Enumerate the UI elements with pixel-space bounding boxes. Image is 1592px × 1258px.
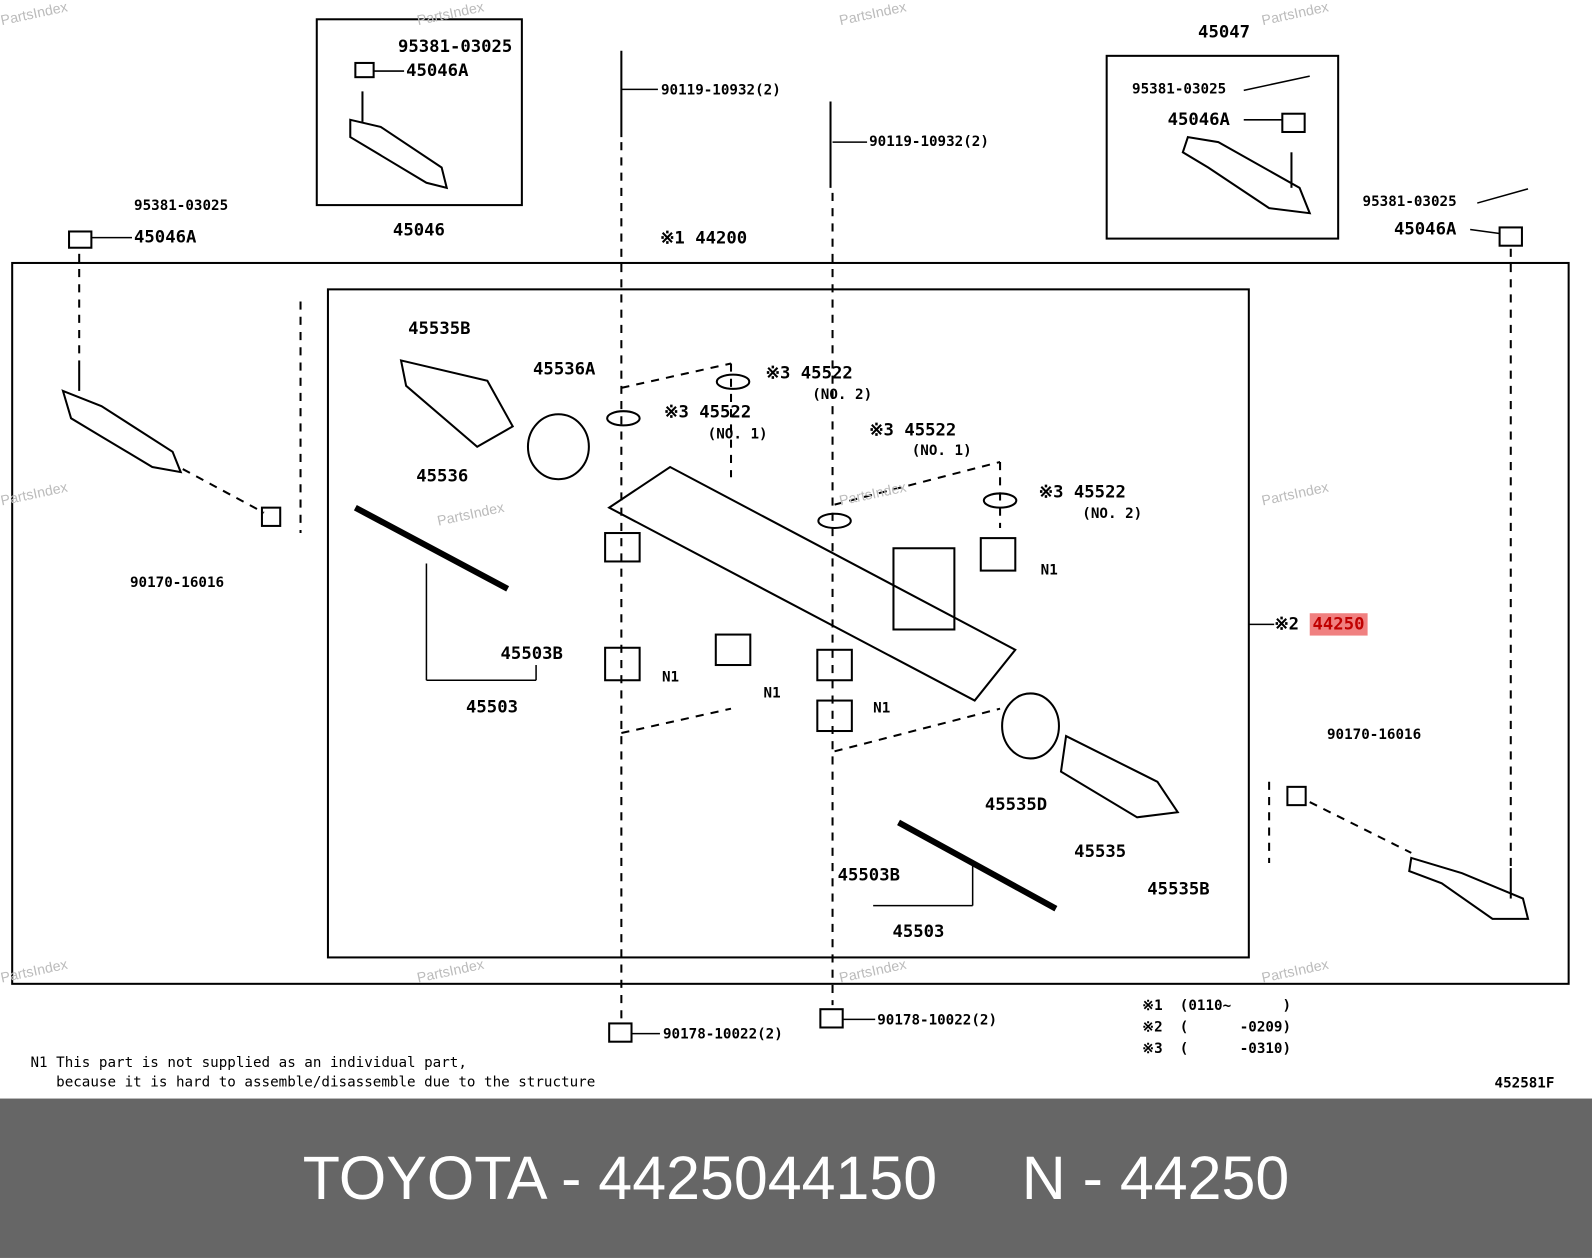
part-label[interactable]: 95381-03025: [397, 36, 513, 57]
n1-label: N1: [763, 685, 781, 702]
gear-frame: [326, 288, 1250, 959]
diagram-artwork: [11, 18, 1570, 1043]
part-label[interactable]: 45535B: [408, 318, 471, 340]
n1-label: N1: [1040, 562, 1058, 579]
note-line: because it is hard to assemble/disassemb…: [30, 1074, 596, 1091]
tie-rod-end-box-right: [1181, 135, 1312, 215]
part-label[interactable]: 45047: [1198, 22, 1251, 43]
part-label[interactable]: 45046A: [1394, 219, 1457, 240]
assembly-frame: [11, 261, 1570, 985]
part-label[interactable]: 95381-03025: [134, 197, 229, 215]
part-label: (NO. 2): [812, 386, 873, 404]
inner-rod-right: [897, 819, 1058, 912]
part-label[interactable]: 90119-10932(2): [869, 134, 989, 151]
clamp-left: [526, 413, 590, 481]
footer-bar: TOYOTA - 4425044150 N - 44250: [0, 1098, 1592, 1258]
inner-rod-left: [353, 504, 510, 592]
footer-title: TOYOTA - 4425044150 N - 44250: [302, 1144, 1290, 1213]
bolts: [620, 50, 832, 188]
part-label[interactable]: ※1 44200: [659, 228, 748, 249]
tie-rod-end-right: [1408, 856, 1530, 920]
part-label[interactable]: 45046: [392, 220, 445, 241]
part-label[interactable]: 95381-03025: [1362, 193, 1457, 211]
part-label[interactable]: 95381-03025: [1132, 81, 1227, 98]
part-label[interactable]: ※3 45522: [765, 363, 853, 384]
n1-note: N1 This part is not supplied as an indiv…: [30, 1054, 595, 1093]
footnote: ※2 ( -0209): [1142, 1019, 1292, 1036]
part-label[interactable]: ※3 45522: [664, 402, 752, 423]
top-left-box: [315, 18, 523, 207]
note-line: N1 This part is not supplied as an indiv…: [30, 1054, 467, 1072]
boot-right: [1059, 734, 1180, 819]
boot-left: [399, 359, 515, 448]
part-label[interactable]: 45046A: [406, 60, 469, 82]
part-label[interactable]: 90170-16016: [1326, 726, 1422, 744]
top-right-box: [1105, 54, 1340, 240]
part-label[interactable]: 45503: [466, 697, 518, 718]
footnotes: ※1 (0110~ ) ※2 ( -0209) ※3 ( -0310): [1142, 996, 1291, 1060]
part-label[interactable]: ※3 45522: [1038, 482, 1126, 503]
part-label[interactable]: 45536A: [533, 359, 596, 380]
footnote: ※1 (0110~ ): [1142, 998, 1292, 1015]
part-label[interactable]: 45535D: [984, 794, 1048, 816]
bushings: [604, 532, 1017, 733]
part-label[interactable]: 90178-10022(2): [877, 1012, 998, 1029]
clamp-right: [1001, 692, 1060, 760]
part-label[interactable]: 90170-16016: [129, 574, 225, 591]
part-label: (NO. 1): [911, 442, 972, 459]
part-label[interactable]: 45046A: [134, 227, 197, 248]
tie-rod-end-left: [61, 360, 183, 474]
part-label[interactable]: 45503B: [837, 865, 900, 886]
part-label[interactable]: 45503B: [500, 643, 563, 665]
washers: [606, 373, 1018, 529]
highlighted-part-label[interactable]: ※2 44250: [1274, 613, 1368, 636]
n1-label: N1: [873, 700, 891, 717]
part-label: (NO. 1): [707, 426, 768, 443]
part-label[interactable]: 45535: [1074, 841, 1127, 862]
part-label[interactable]: 45046A: [1167, 109, 1230, 130]
n1-label: N1: [661, 669, 680, 686]
nuts: [68, 61, 1523, 1043]
part-prefix: ※2: [1274, 614, 1300, 635]
diagram-code: 452581F: [1494, 1075, 1555, 1092]
footnote: ※3 ( -0310): [1142, 1040, 1292, 1057]
part-label[interactable]: 45536: [416, 466, 469, 487]
leader-lines: [91, 70, 1529, 1035]
part-label[interactable]: 45535B: [1147, 879, 1210, 900]
part-label[interactable]: 90119-10932(2): [660, 82, 781, 99]
tie-rod-end-box-left: [349, 91, 449, 190]
highlighted-part-number[interactable]: 44250: [1309, 613, 1368, 636]
dashed-lines: [78, 142, 1512, 1021]
part-label[interactable]: 90178-10022(2): [662, 1026, 783, 1043]
part-label: (NO. 2): [1082, 505, 1143, 522]
part-label[interactable]: 45503: [892, 921, 945, 943]
part-label[interactable]: ※3 45522: [869, 420, 957, 441]
rack-housing: [607, 465, 1017, 702]
